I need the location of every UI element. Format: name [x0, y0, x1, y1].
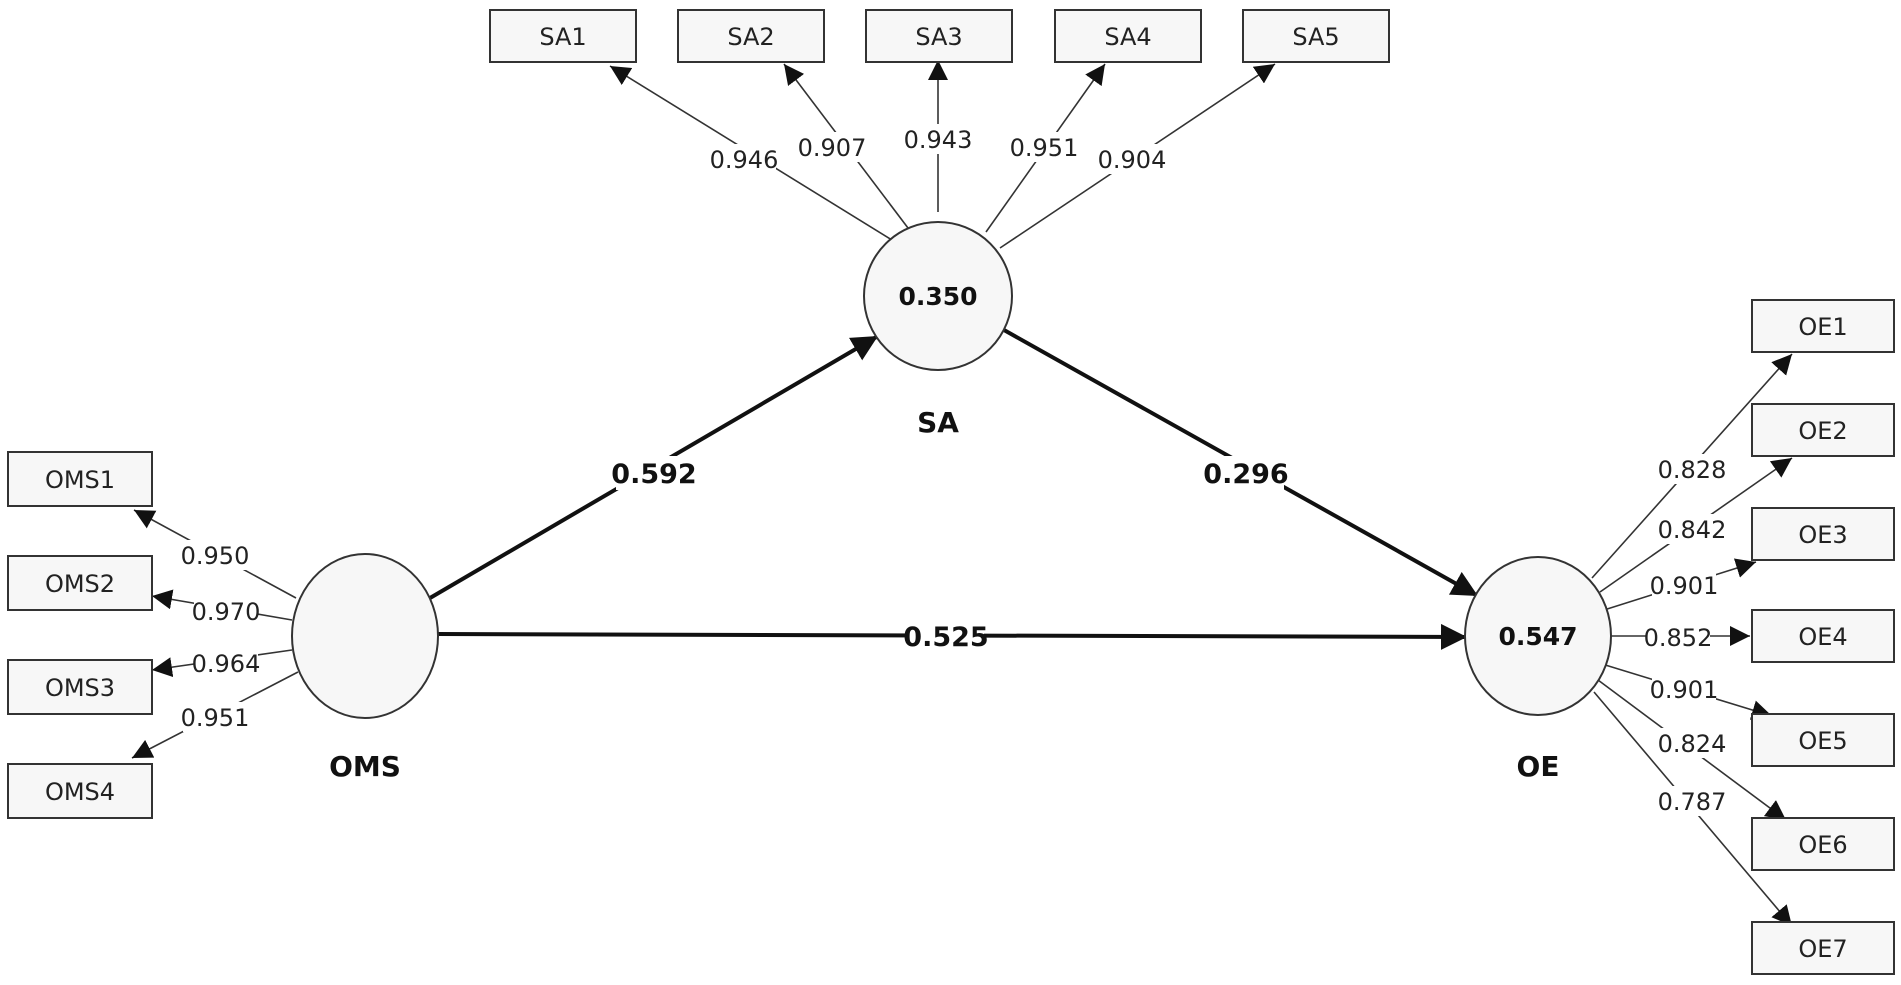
loading-sa3: 0.943 [904, 126, 973, 154]
indicator-sa4: SA4 [1054, 9, 1202, 63]
construct-oms-name: OMS [329, 750, 401, 783]
indicator-oe6-label: OE6 [1798, 831, 1847, 859]
loading-oe7: 0.787 [1658, 788, 1727, 816]
indicator-oms4-label: OMS4 [45, 778, 115, 806]
loading-oe2: 0.842 [1658, 516, 1727, 544]
path-coef-oms-sa: 0.592 [611, 459, 696, 490]
indicator-sa4-label: SA4 [1104, 23, 1151, 51]
indicator-oms1: OMS1 [7, 451, 153, 507]
indicator-oms3-label: OMS3 [45, 674, 115, 702]
indicator-oms3: OMS3 [7, 659, 153, 715]
loading-oms2: 0.970 [192, 598, 261, 626]
indicator-oe6: OE6 [1751, 817, 1895, 871]
path-coef-oms-oe: 0.525 [903, 622, 988, 653]
indicator-sa2-label: SA2 [727, 23, 774, 51]
loading-labels-sa: 0.946 0.907 0.943 0.951 0.904 [710, 124, 1167, 174]
indicator-oe5: OE5 [1751, 713, 1895, 767]
construct-oms: OMS [291, 553, 439, 783]
indicator-sa3-label: SA3 [915, 23, 962, 51]
construct-oe: 0.547 OE [1464, 556, 1612, 783]
indicator-oe1-label: OE1 [1798, 313, 1847, 341]
construct-oe-name: OE [1517, 750, 1560, 783]
indicator-sa1: SA1 [489, 9, 637, 63]
construct-sa-r2: 0.350 [898, 282, 977, 311]
loading-oe6: 0.824 [1658, 730, 1727, 758]
indicator-sa3: SA3 [865, 9, 1013, 63]
loading-oms1: 0.950 [181, 542, 250, 570]
loading-oe4: 0.852 [1644, 624, 1713, 652]
indicator-sa1-label: SA1 [539, 23, 586, 51]
loading-oe3: 0.901 [1650, 572, 1719, 600]
indicator-oms2: OMS2 [7, 555, 153, 611]
loading-oms4: 0.951 [181, 704, 250, 732]
construct-sa: 0.350 SA [863, 221, 1013, 439]
indicator-oe4-label: OE4 [1798, 623, 1847, 651]
indicator-oms1-label: OMS1 [45, 466, 115, 494]
indicator-oe1: OE1 [1751, 299, 1895, 353]
loading-labels-oe: 0.828 0.842 0.901 0.852 0.901 0.824 0.78… [1644, 454, 1727, 816]
loading-labels-oms: 0.950 0.970 0.964 0.951 [181, 540, 261, 732]
indicator-sa2: SA2 [677, 9, 825, 63]
loading-sa1: 0.946 [710, 146, 779, 174]
indicator-oe5-label: OE5 [1798, 727, 1847, 755]
loading-sa4: 0.951 [1010, 134, 1079, 162]
indicator-oe3: OE3 [1751, 507, 1895, 561]
indicator-oms4: OMS4 [7, 763, 153, 819]
loading-oe1: 0.828 [1658, 456, 1727, 484]
indicator-oe7-label: OE7 [1798, 935, 1847, 963]
indicator-oe7: OE7 [1751, 921, 1895, 975]
indicator-sa5: SA5 [1242, 9, 1390, 63]
indicator-oe2-label: OE2 [1798, 417, 1847, 445]
path-labels: 0.592 0.296 0.525 [611, 456, 1289, 654]
indicator-sa5-label: SA5 [1292, 23, 1339, 51]
loading-oms3: 0.964 [192, 650, 261, 678]
indicator-oe2: OE2 [1751, 403, 1895, 457]
loading-sa5: 0.904 [1098, 146, 1167, 174]
path-coef-sa-oe: 0.296 [1203, 459, 1288, 490]
construct-sa-name: SA [917, 406, 959, 439]
construct-oe-r2: 0.547 [1498, 622, 1577, 651]
loading-oe5: 0.901 [1650, 676, 1719, 704]
indicator-oe4: OE4 [1751, 609, 1895, 663]
loading-sa2: 0.907 [798, 134, 867, 162]
indicator-oe3-label: OE3 [1798, 521, 1847, 549]
indicator-oms2-label: OMS2 [45, 570, 115, 598]
